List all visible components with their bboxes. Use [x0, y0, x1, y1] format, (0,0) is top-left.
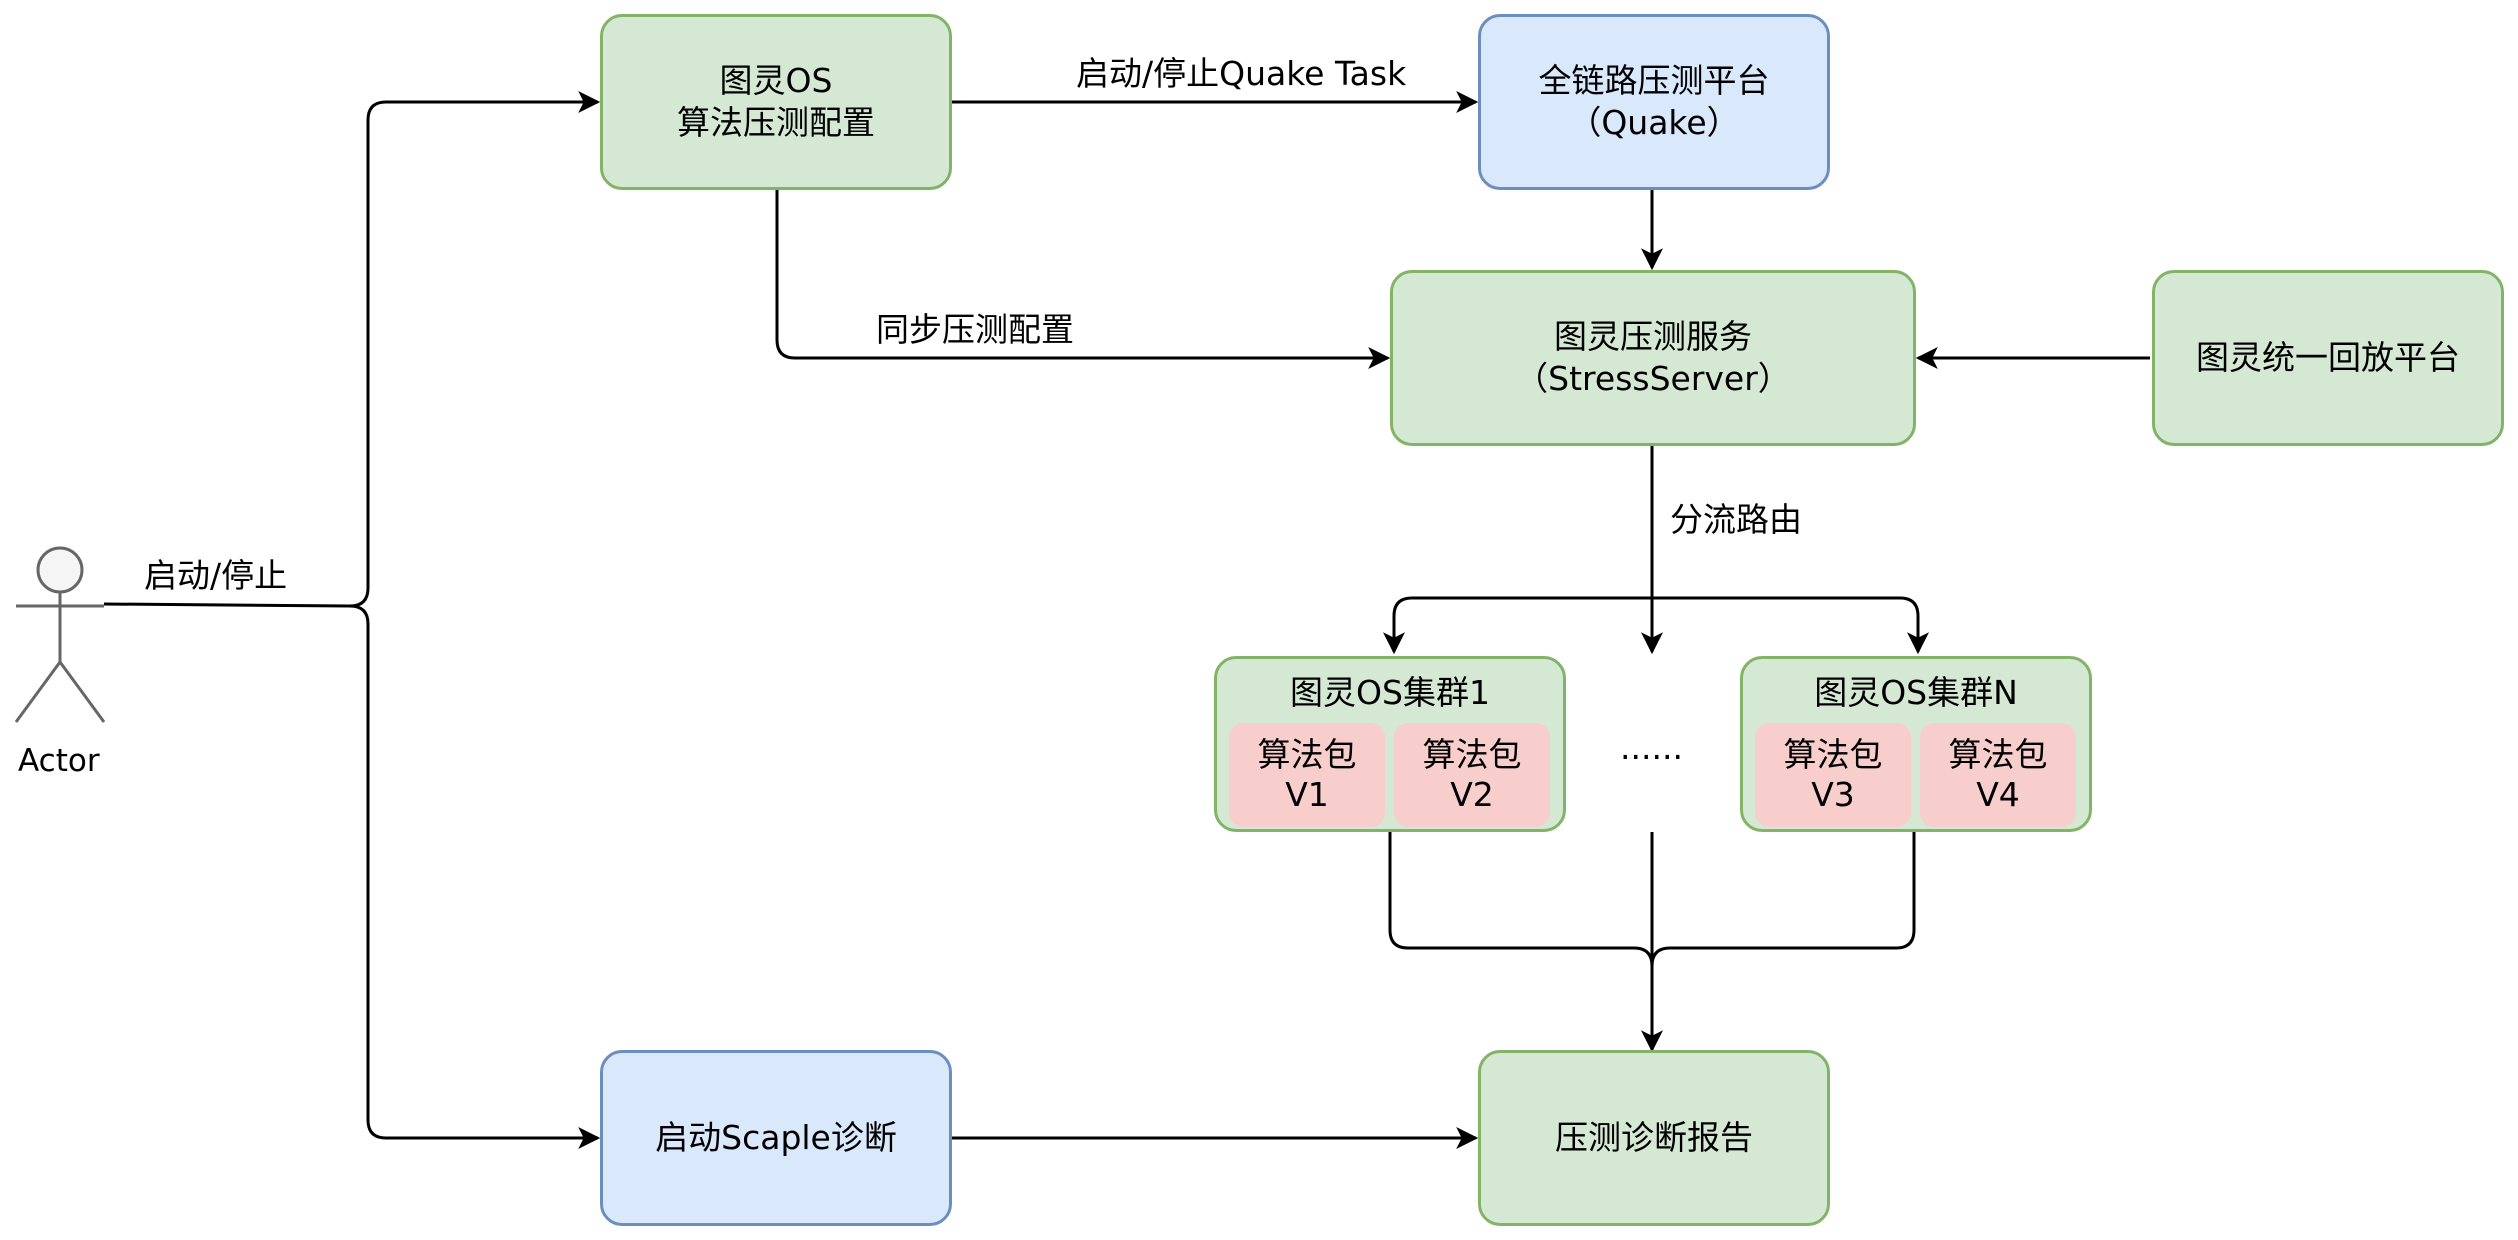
package-version: V2: [1450, 775, 1494, 814]
cluster-n-title: 图灵OS集群N: [1814, 673, 2018, 712]
package-name: 算法包: [1422, 735, 1522, 774]
cluster-1-package-2[interactable]: 算法包 V2: [1394, 723, 1550, 827]
stress-server-line2: （StressServer）: [1515, 359, 1791, 398]
edge-cluster1-to-report: [1388, 832, 1663, 1053]
edge-config-to-stress: [775, 190, 1391, 369]
turing-os-config-node[interactable]: 图灵OS 算法压测配置: [600, 14, 952, 190]
edge-label-actor-start-stop: 启动/停止: [142, 556, 290, 596]
turing-os-config-line2: 算法压测配置: [677, 103, 875, 142]
edge-label-split-routing: 分流路由: [1668, 500, 1804, 540]
cluster-1-package-1[interactable]: 算法包 V1: [1229, 723, 1385, 827]
cluster-ellipsis: ......: [1620, 728, 1683, 767]
package-name: 算法包: [1783, 735, 1883, 774]
cluster-1-title: 图灵OS集群1: [1290, 673, 1490, 712]
scaple-node[interactable]: 启动Scaple诊断: [600, 1050, 952, 1226]
replay-platform-node[interactable]: 图灵统一回放平台: [2152, 270, 2504, 446]
package-name: 算法包: [1257, 735, 1357, 774]
edge-split-to-cluster1: [1383, 596, 1652, 655]
quake-node[interactable]: 全链路压测平台 （Quake）: [1478, 14, 1830, 190]
edge-label-sync-config: 同步压测配置: [874, 310, 1076, 350]
package-version: V4: [1976, 775, 2020, 814]
package-version: V3: [1811, 775, 1855, 814]
cluster-n-package-1[interactable]: 算法包 V3: [1755, 723, 1911, 827]
edge-split-to-clustern: [1652, 596, 1929, 655]
cluster-1[interactable]: 图灵OS集群1 算法包 V1 算法包 V2: [1214, 656, 1566, 832]
edge-actor-to-scaple: [349, 604, 601, 1149]
replay-platform-label: 图灵统一回放平台: [2196, 338, 2460, 377]
stress-server-node[interactable]: 图灵压测服务 （StressServer）: [1390, 270, 1916, 446]
report-label: 压测诊断报告: [1555, 1118, 1753, 1157]
package-name: 算法包: [1948, 735, 2048, 774]
scaple-label: 启动Scaple诊断: [655, 1118, 897, 1157]
quake-line2: （Quake）: [1568, 103, 1740, 142]
turing-os-config-line1: 图灵OS: [719, 61, 833, 100]
edge-label-start-stop-quake: 启动/停止Quake Task: [1074, 54, 1409, 94]
cluster-n[interactable]: 图灵OS集群N 算法包 V3 算法包 V4: [1740, 656, 2092, 832]
actor-label: Actor: [18, 743, 100, 779]
report-node[interactable]: 压测诊断报告: [1478, 1050, 1830, 1226]
edge-clustern-to-report: [1650, 832, 1916, 967]
edge-actor-to-config: [103, 91, 601, 608]
stress-server-line1: 图灵压测服务: [1554, 317, 1752, 356]
package-version: V1: [1285, 775, 1329, 814]
actor-icon: [14, 546, 106, 723]
quake-line1: 全链路压测平台: [1538, 61, 1770, 100]
cluster-n-package-2[interactable]: 算法包 V4: [1920, 723, 2076, 827]
